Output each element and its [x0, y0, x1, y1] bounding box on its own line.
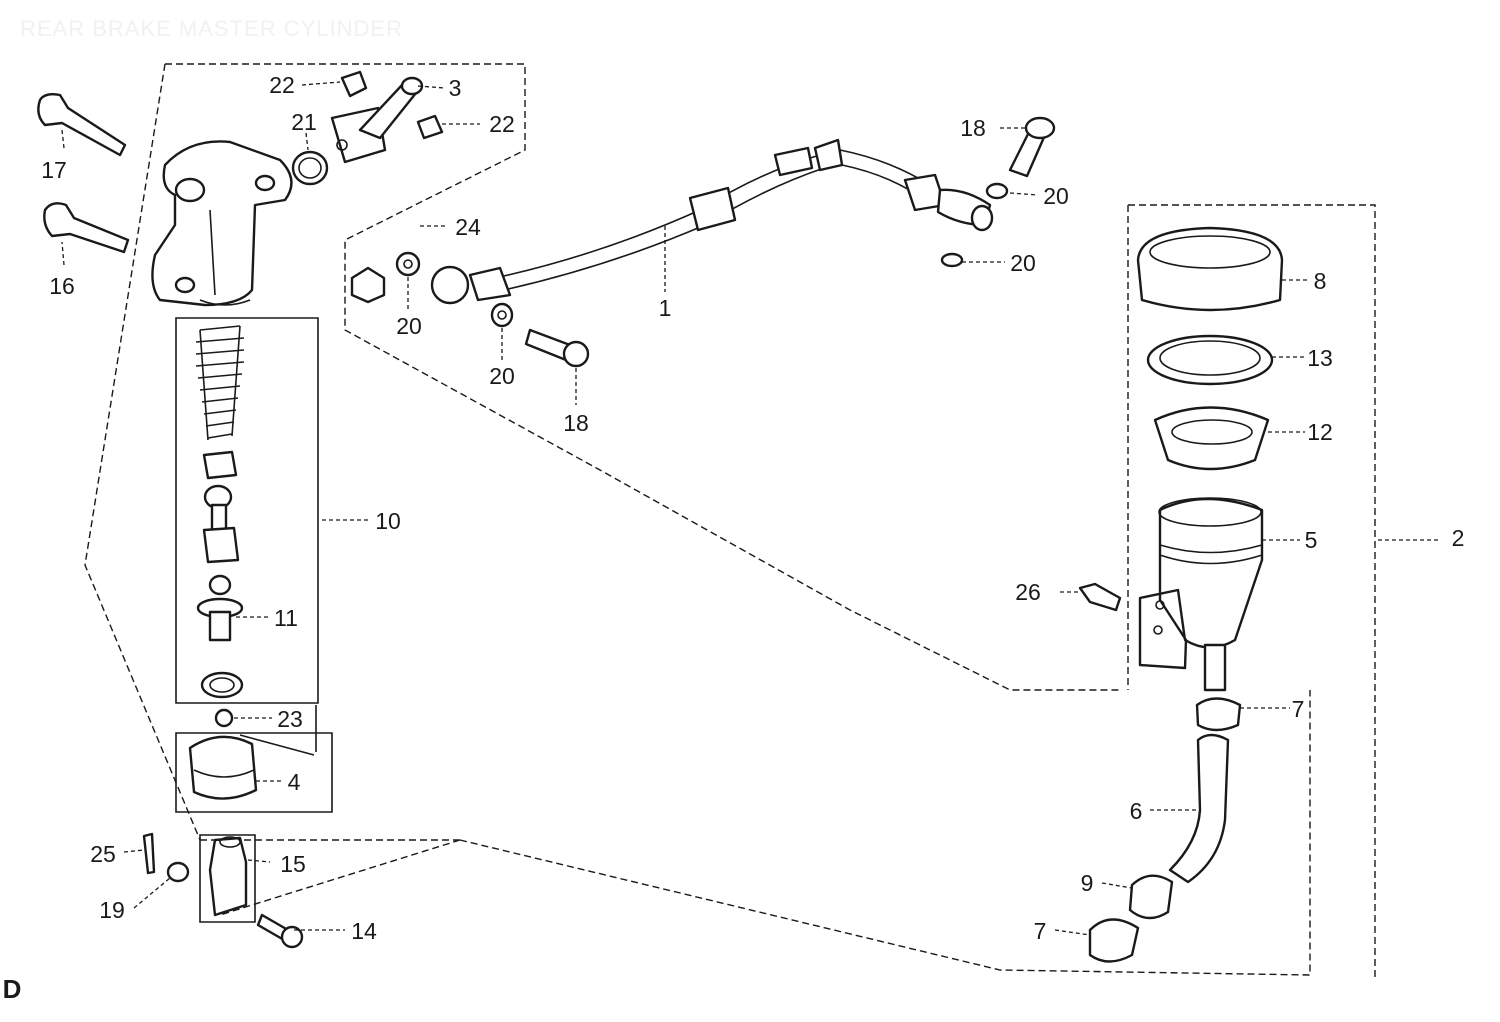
callout-20-b: 20 — [1010, 250, 1036, 276]
callout-2: 2 — [1452, 525, 1465, 551]
cotter-pin-25 — [142, 832, 156, 875]
piston — [202, 484, 240, 564]
callout-22-right: 22 — [489, 111, 515, 137]
pushrod-frame — [199, 834, 256, 923]
nut-23 — [214, 708, 234, 728]
callout-13: 13 — [1307, 345, 1333, 371]
callout-16: 16 — [49, 273, 75, 299]
callout-22-top: 22 — [269, 72, 295, 98]
callout-15: 15 — [280, 851, 306, 877]
banjo-bolt-18-bottom — [524, 328, 590, 368]
callout-8: 8 — [1314, 268, 1327, 294]
nut-24 — [350, 266, 386, 304]
screw-22-top — [340, 70, 368, 98]
callout-18-bottom: 18 — [563, 410, 589, 436]
leader-lines — [61, 81, 1440, 936]
washer-20-c — [395, 251, 421, 277]
callout-18-top: 18 — [960, 115, 986, 141]
callout-23: 23 — [277, 706, 303, 732]
hose-clamp-7-top — [1195, 697, 1242, 732]
callout-25: 25 — [90, 841, 116, 867]
pin-14 — [256, 913, 304, 949]
reservoir-hose-6 — [1168, 733, 1230, 884]
diaphragm-12 — [1153, 406, 1270, 471]
callout-7-top: 7 — [1292, 696, 1305, 722]
callout-24: 24 — [455, 214, 481, 240]
diagram-title: REAR BRAKE MASTER CYLINDER — [20, 16, 403, 41]
clevis-15 — [208, 836, 248, 917]
callout-1: 1 — [659, 295, 672, 321]
brake-hose-1 — [430, 138, 994, 305]
bolt-17 — [37, 92, 127, 157]
bolt-16 — [43, 202, 130, 254]
hose-clamp-7-bottom — [1088, 918, 1140, 963]
washer-20-b — [940, 252, 964, 268]
primary-cup — [202, 450, 238, 480]
callout-12: 12 — [1307, 419, 1333, 445]
reservoir-5 — [1138, 497, 1264, 692]
washer-19 — [166, 861, 190, 883]
callout-6: 6 — [1130, 798, 1143, 824]
assembly-outline — [84, 63, 1311, 976]
callout-11: 11 — [274, 605, 298, 631]
corner-mark: D — [3, 974, 22, 1004]
callout-19: 19 — [99, 897, 125, 923]
callout-17: 17 — [41, 157, 67, 183]
bolt-26 — [1078, 582, 1122, 612]
callout-21: 21 — [291, 109, 317, 135]
hose-joint-3 — [330, 76, 424, 164]
reservoir-outline — [1127, 204, 1376, 980]
o-ring-21 — [291, 150, 329, 186]
lower-kit-frame — [175, 732, 333, 813]
callout-20-c: 20 — [396, 313, 422, 339]
washer-20-d — [490, 302, 514, 328]
master-cylinder-body — [151, 140, 293, 307]
callout-14: 14 — [351, 918, 377, 944]
callout-5: 5 — [1305, 527, 1318, 553]
boot-4 — [188, 735, 258, 800]
kit-link-line — [239, 734, 315, 756]
callout-26: 26 — [1015, 579, 1041, 605]
banjo-bolt-18-top — [1008, 116, 1056, 178]
callout-10: 10 — [375, 508, 401, 534]
circlip — [200, 671, 244, 699]
reservoir-cap-8 — [1136, 226, 1284, 312]
push-rod-cap-11 — [196, 574, 244, 642]
callout-3: 3 — [449, 75, 462, 101]
washer-20-a — [985, 182, 1009, 200]
spring — [195, 325, 245, 441]
clip-9 — [1128, 874, 1174, 920]
callout-9: 9 — [1081, 870, 1094, 896]
piston-kit-frame — [175, 317, 319, 704]
plate-13 — [1146, 334, 1274, 386]
callout-20-d: 20 — [489, 363, 515, 389]
callout-4: 4 — [288, 769, 301, 795]
callout-20-a: 20 — [1043, 183, 1069, 209]
screw-22-right — [416, 114, 444, 140]
callout-7-bottom: 7 — [1034, 918, 1047, 944]
